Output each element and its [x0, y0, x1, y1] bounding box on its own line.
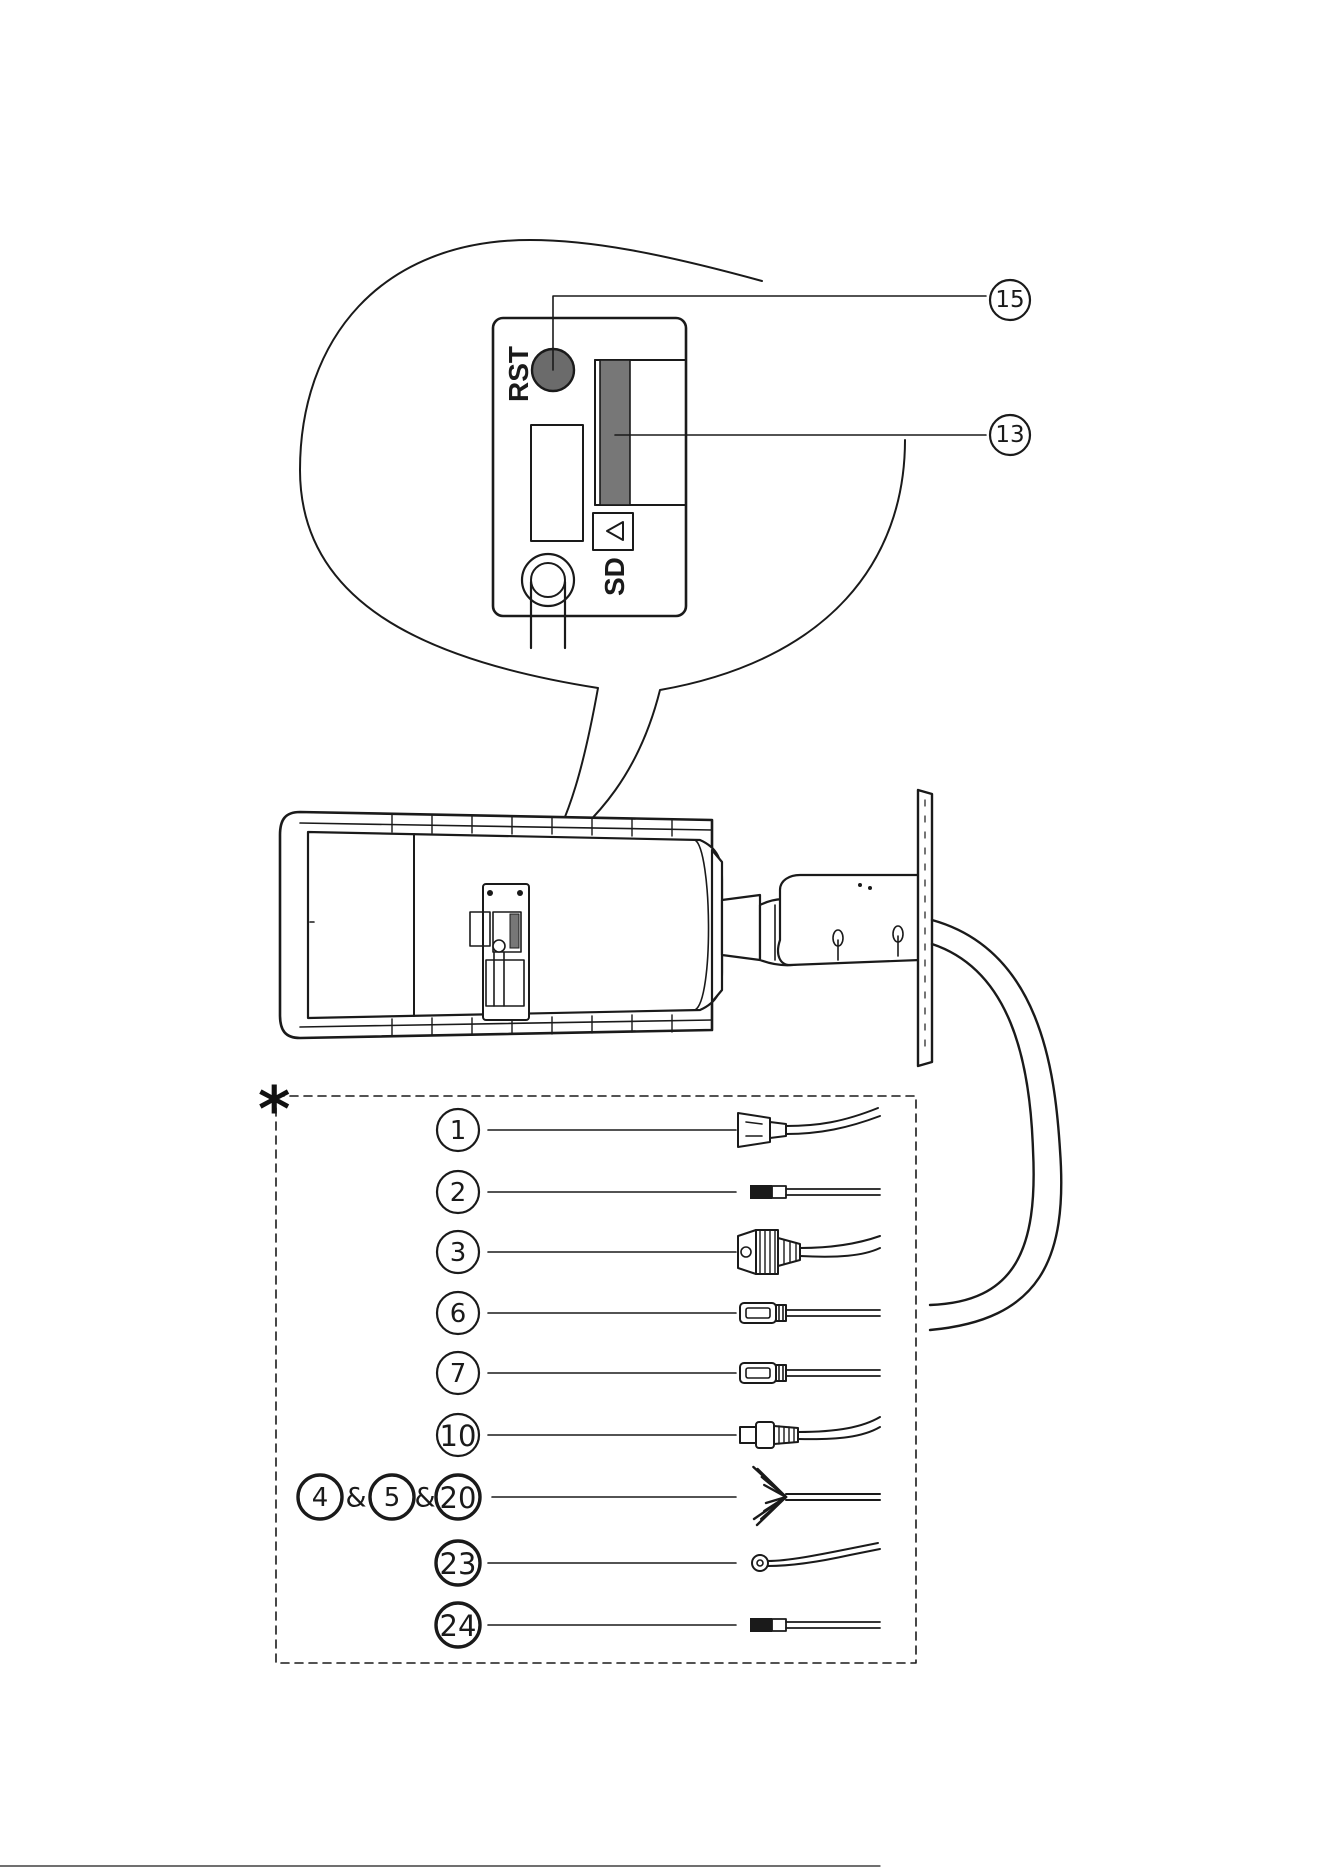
- rear-panel-closeup: RST SD: [493, 318, 686, 648]
- sd-card-slot-closeup: [600, 360, 630, 505]
- callout-20: 20: [436, 1475, 480, 1519]
- callout-15: 15: [990, 280, 1030, 320]
- cable-row: 4&5&20: [298, 1467, 880, 1525]
- cable-row: 23: [436, 1541, 880, 1585]
- callout-5: 5: [370, 1475, 414, 1519]
- callout-3: 3: [437, 1231, 479, 1273]
- callout-10: 10: [437, 1414, 479, 1456]
- cable-row: 2: [437, 1171, 880, 1213]
- svg-text:24: 24: [440, 1609, 477, 1643]
- ampersand: &: [345, 1483, 366, 1514]
- svg-text:2: 2: [450, 1178, 467, 1208]
- svg-text:3: 3: [450, 1238, 467, 1268]
- audio-connector-icon: [740, 1303, 880, 1323]
- callout-1: 1: [437, 1109, 479, 1151]
- cable-row: 1: [437, 1108, 880, 1151]
- optional-asterisk: *: [258, 1073, 290, 1146]
- sd-label: SD: [599, 557, 630, 596]
- svg-text:20: 20: [440, 1481, 477, 1515]
- ampersand: &: [414, 1483, 435, 1514]
- callout-2: 2: [437, 1171, 479, 1213]
- svg-text:4: 4: [312, 1483, 329, 1513]
- svg-text:13: 13: [995, 422, 1024, 448]
- cable-row: 24: [436, 1603, 880, 1647]
- power-plug-icon: [750, 1618, 880, 1632]
- cable-row: 6: [437, 1292, 880, 1334]
- wire-bundle-icon: [753, 1467, 880, 1525]
- svg-text:7: 7: [450, 1359, 467, 1389]
- svg-text:1: 1: [450, 1116, 467, 1146]
- svg-text:23: 23: [440, 1547, 477, 1581]
- power-plug-icon: [750, 1185, 880, 1199]
- callout-7: 7: [437, 1352, 479, 1394]
- optional-cables-box: *: [258, 1073, 916, 1663]
- svg-text:10: 10: [440, 1419, 477, 1453]
- waterproof-network-connector-icon: [738, 1230, 880, 1274]
- grounding-ring-icon: [752, 1543, 880, 1571]
- svg-text:5: 5: [384, 1483, 401, 1513]
- mount-bracket: [722, 790, 932, 1066]
- cable-row: 10: [437, 1414, 880, 1456]
- bnc-connector-icon: [740, 1417, 880, 1448]
- callout-23: 23: [436, 1541, 480, 1585]
- camera-body: [280, 812, 722, 1038]
- cable-row: 3: [437, 1230, 880, 1274]
- callout-6: 6: [437, 1292, 479, 1334]
- rst-label: RST: [503, 346, 534, 402]
- svg-text:6: 6: [450, 1299, 467, 1329]
- callout-24: 24: [436, 1603, 480, 1647]
- main-cable: [930, 920, 1061, 1330]
- callout-4: 4: [298, 1475, 342, 1519]
- svg-text:15: 15: [995, 287, 1024, 313]
- callout-13: 13: [990, 415, 1030, 455]
- cable-row: 7: [437, 1352, 880, 1394]
- audio-connector-icon: [740, 1363, 880, 1383]
- network-connector-icon: [738, 1108, 880, 1147]
